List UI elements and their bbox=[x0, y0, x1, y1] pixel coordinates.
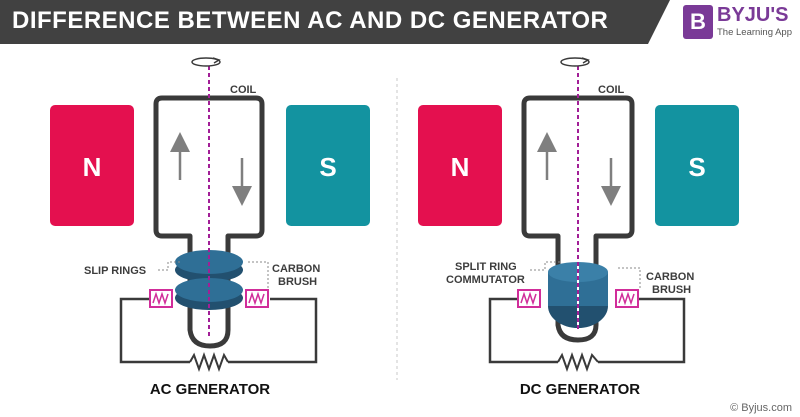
ac-north-label: N bbox=[83, 152, 102, 182]
dc-north-magnet bbox=[418, 105, 502, 226]
ac-rotation-arrow-head bbox=[212, 57, 221, 64]
site-credit: © Byjus.com bbox=[730, 402, 792, 414]
byjus-logo[interactable]: B BYJU'S The Learning App bbox=[683, 2, 797, 42]
dc-coil-label: COIL bbox=[598, 84, 625, 96]
dc-commutator-label-2: COMMUTATOR bbox=[446, 274, 525, 286]
title-bar bbox=[0, 0, 670, 44]
dc-coil bbox=[521, 95, 635, 343]
header-banner: DIFFERENCE BETWEEN AC AND DC GENERATOR B… bbox=[0, 0, 800, 44]
dc-carbon-brush-label-2: BRUSH bbox=[652, 284, 691, 296]
ac-load-resistor bbox=[189, 352, 229, 372]
ac-coil-label: COIL bbox=[230, 84, 257, 96]
dc-brush-leader bbox=[618, 267, 641, 288]
dc-commutator-label-1: SPLIT RING bbox=[455, 261, 517, 273]
dc-rotation-arrow-icon bbox=[560, 57, 590, 67]
ac-south-magnet bbox=[286, 105, 370, 226]
dc-generator: N S COIL SPLIT RING COMMUTATOR CARBON BR… bbox=[418, 57, 739, 398]
dc-brush-right-pattern bbox=[618, 291, 635, 306]
ac-brush-leader bbox=[248, 261, 269, 288]
ac-generator: N S COIL SLIP RINGS CARBON BRUSH AC GENE… bbox=[50, 57, 370, 398]
dc-brush-left-pattern bbox=[520, 291, 537, 306]
logo-mark: B bbox=[683, 5, 713, 39]
ac-rotation-arrow-icon bbox=[191, 57, 221, 67]
dc-carbon-brush-label-1: CARBON bbox=[646, 271, 694, 283]
ac-caption: AC GENERATOR bbox=[150, 381, 270, 398]
dc-north-label: N bbox=[451, 152, 470, 182]
logo-mark-letter: B bbox=[690, 9, 706, 34]
dc-external-circuit bbox=[488, 297, 686, 364]
dc-load-resistor bbox=[557, 352, 599, 372]
ac-brush-right-pattern bbox=[248, 291, 265, 306]
page-title: DIFFERENCE BETWEEN AC AND DC GENERATOR bbox=[12, 7, 609, 34]
logo-name: BYJU'S bbox=[717, 4, 789, 26]
ac-carbon-brush-label-1: CARBON bbox=[272, 263, 320, 275]
dc-caption: DC GENERATOR bbox=[520, 381, 640, 398]
ac-brush-left-pattern bbox=[152, 291, 169, 306]
ac-external-circuit bbox=[119, 297, 318, 364]
ac-carbon-brush-label-2: BRUSH bbox=[278, 276, 317, 288]
ac-slip-rings-label: SLIP RINGS bbox=[84, 265, 146, 277]
dc-south-magnet bbox=[655, 105, 739, 226]
ac-south-label: S bbox=[319, 152, 336, 182]
logo-tagline: The Learning App bbox=[717, 27, 793, 38]
ac-slip-rings-leader bbox=[158, 261, 182, 271]
dc-rotation-arrow-head bbox=[581, 57, 590, 64]
ac-north-magnet bbox=[50, 105, 134, 226]
dc-south-label: S bbox=[688, 152, 705, 182]
ac-coil bbox=[153, 95, 265, 349]
